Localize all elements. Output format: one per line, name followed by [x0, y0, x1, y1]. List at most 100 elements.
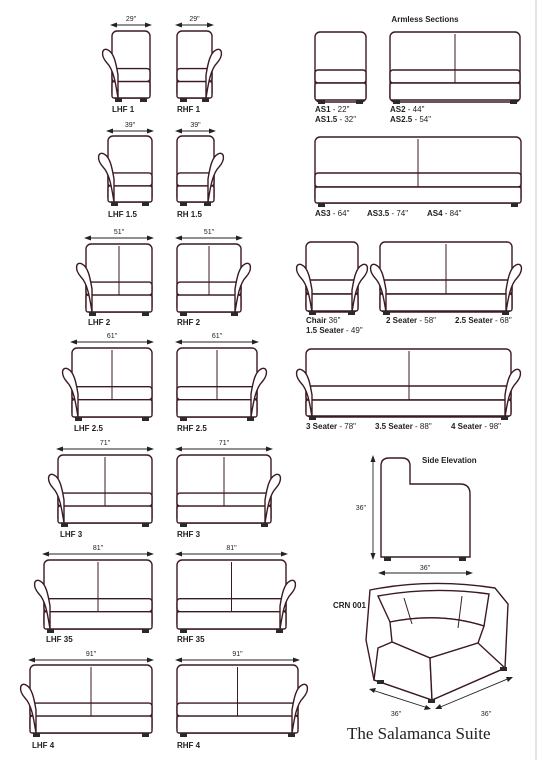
dim-lhf3: 71" [100, 440, 111, 447]
unit-rh15: 39"RH 1.5 [175, 122, 225, 219]
unit-lhf35-foot-left [47, 629, 54, 633]
unit-rhf2-base [176, 294, 242, 313]
unit-lhf1-foot-right [140, 98, 147, 102]
unit-rhf4: 91" RHF 4 [175, 651, 309, 750]
unit-rhf4-arm [291, 683, 309, 734]
unit-rh15-arm [207, 152, 225, 203]
unit-lhf1-arm [101, 48, 119, 99]
two-seater-drawing [369, 241, 523, 315]
label-rhf25: RHF 2.5 [177, 424, 207, 433]
three-seater-drawing [295, 348, 522, 420]
side-elevation: Side Elevation 36" 36" [356, 455, 477, 576]
label-1-5-seater: 1.5 Seater - 49" [306, 326, 363, 335]
unit-rhf35-foot-left [180, 629, 187, 633]
arm-units-column: 29"LHF 129"RHF 139"LHF 1.539"RH 1.551"LH… [19, 16, 309, 750]
unit-lhf15-base [107, 185, 153, 203]
dim-arrow-left-lhf25 [70, 339, 77, 345]
dim-lhf2: 51" [114, 229, 125, 236]
label-3-5-seater: 3.5 Seater - 88" [375, 422, 432, 431]
unit-lhf25-arm [61, 367, 79, 418]
side-elevation-label: Side Elevation [422, 456, 477, 465]
dim-arrow-right-lhf1 [145, 22, 152, 28]
dim-lhf4: 91" [86, 651, 97, 658]
unit-rhf2-foot-left [180, 312, 187, 316]
dim-arrow-right-lhf3 [147, 446, 154, 452]
dim-arrow-left-rhf3 [175, 446, 182, 452]
side-elevation-depth: 36" [420, 565, 431, 572]
dim-arrow-right-lhf4 [147, 657, 154, 663]
label-as35: AS3.5 - 74" [367, 209, 408, 218]
unit-lhf15-arm [97, 152, 115, 203]
corner-dim-left: 36" [391, 711, 402, 718]
unit-rhf3-arm [264, 473, 282, 524]
label-lhf1: LHF 1 [112, 105, 135, 114]
unit-rhf25-foot-right [247, 417, 254, 421]
unit-rhf1-arm [205, 48, 223, 99]
armless-header: Armless Sections [391, 15, 459, 24]
dim-arrow-right-rhf3 [266, 446, 273, 452]
dim-rhf4: 91" [232, 651, 243, 658]
label-as2: AS2 - 44" [390, 105, 425, 114]
unit-lhf1: 29" LHF 1 [101, 16, 152, 114]
dim-arrow-left-lhf4 [28, 657, 35, 663]
unit-rhf1-foot-left [180, 98, 187, 102]
dim-arrow-left-rhf1 [175, 22, 182, 28]
label-as1: AS1 - 22" [315, 105, 350, 114]
corner-dim-right: 36" [481, 711, 492, 718]
unit-rhf4-foot-left [180, 733, 187, 737]
dim-rhf3: 71" [219, 440, 230, 447]
label-lhf25: LHF 2.5 [74, 424, 103, 433]
label-rhf4: RHF 4 [177, 741, 201, 750]
unit-lhf15-foot-left [111, 202, 118, 206]
suite-title: The Salamanca Suite [347, 724, 491, 743]
unit-lhf2: 51" LHF 2 [75, 229, 154, 327]
dim-arrow-right-lhf2 [147, 235, 154, 241]
label-rh15: RH 1.5 [177, 210, 202, 219]
unit-lhf15: 39"LHF 1.5 [97, 122, 154, 219]
label-2-5-seater: 2.5 Seater - 68" [455, 316, 512, 325]
label-lhf4: LHF 4 [32, 741, 55, 750]
dim-arrow-right-rhf4 [293, 657, 300, 663]
label-rhf1: RHF 1 [177, 105, 201, 114]
label-as4: AS4 - 84" [427, 209, 462, 218]
unit-lhf25-base [71, 398, 153, 418]
unit-lhf2-base [85, 294, 153, 313]
dim-rhf25: 61" [212, 333, 223, 340]
unit-rhf2-arm [234, 262, 252, 313]
corner-unit: CRN 001 36" 36" [333, 582, 513, 718]
unit-lhf4: 91" LHF 4 [19, 651, 154, 750]
unit-rhf35: 81"RHF 35 [175, 545, 297, 644]
unit-rhf3-foot-left [180, 523, 187, 527]
dim-arrow-right-rh15 [209, 128, 216, 134]
unit-rhf35-arm [279, 579, 297, 630]
armless-sections: Armless Sections AS1 - 22" AS1.5 - 32" A… [314, 15, 522, 218]
full-units: Chair 36" 1.5 Seater - 49" 2 Seater - 58… [295, 241, 523, 431]
armless-as1-drawing [314, 31, 367, 104]
unit-lhf35-base [43, 610, 153, 630]
dim-arrow-left-rhf35 [175, 551, 182, 557]
label-rhf2: RHF 2 [177, 318, 201, 327]
corner-drawing [365, 582, 509, 703]
unit-rh15-foot-left [180, 202, 187, 206]
dim-lhf15: 39" [125, 122, 136, 129]
dim-arrow-right-rhf1 [207, 22, 214, 28]
unit-rhf25-arm [250, 367, 268, 418]
unit-rhf3-base [176, 505, 272, 524]
dim-arrow-right-rhf35 [281, 551, 288, 557]
label-as15: AS1.5 - 32" [315, 115, 356, 124]
unit-rhf25-base [176, 398, 258, 418]
dim-arrow-left-rhf4 [175, 657, 182, 663]
dim-rhf2: 51" [204, 229, 215, 236]
label-3-seater: 3 Seater - 78" [306, 422, 356, 431]
side-elevation-height: 36" [356, 505, 367, 512]
unit-rhf35-foot-right [276, 629, 283, 633]
label-lhf2: LHF 2 [88, 318, 111, 327]
dim-lhf1: 29" [126, 16, 137, 23]
label-lhf3: LHF 3 [60, 530, 83, 539]
dim-arrow-left-rh15 [175, 128, 182, 134]
unit-lhf3-arm [47, 473, 65, 524]
unit-rhf4-foot-right [288, 733, 295, 737]
unit-lhf1-base [111, 80, 151, 99]
unit-rhf2-foot-right [231, 312, 238, 316]
dim-rhf35: 81" [226, 545, 237, 552]
